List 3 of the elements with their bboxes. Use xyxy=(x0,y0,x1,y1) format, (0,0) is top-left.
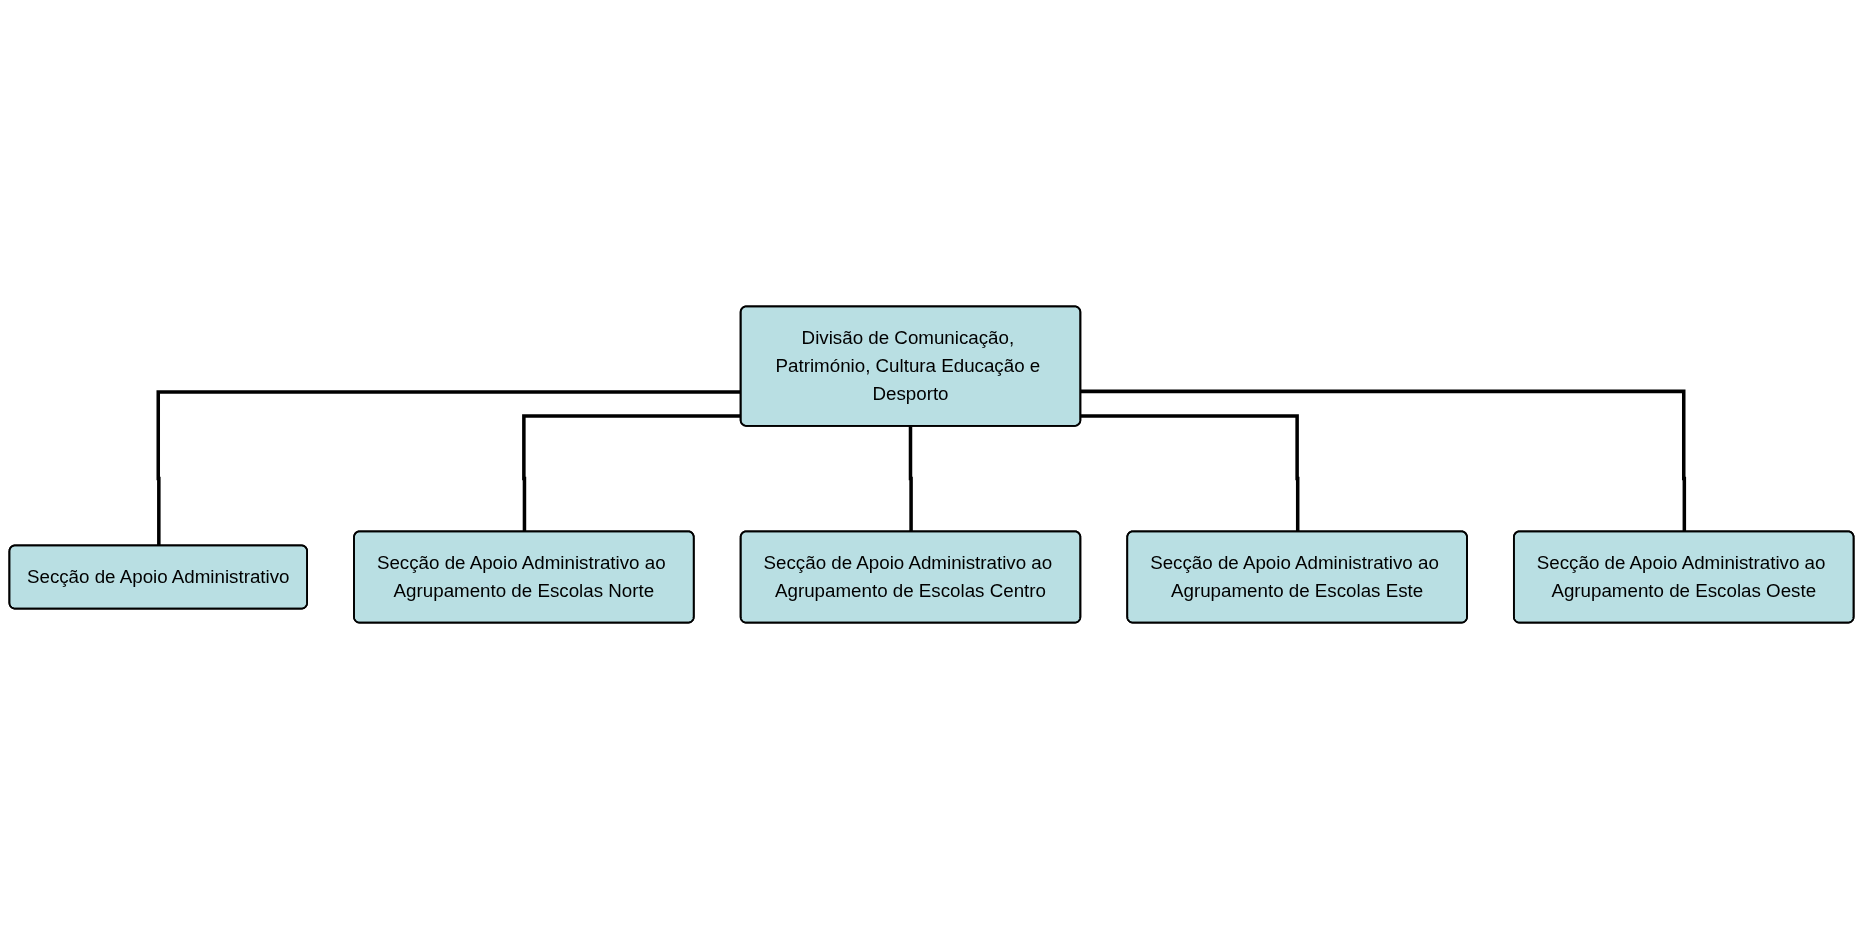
connector xyxy=(1080,414,1300,532)
connector xyxy=(1080,389,1687,532)
connector xyxy=(908,424,913,532)
